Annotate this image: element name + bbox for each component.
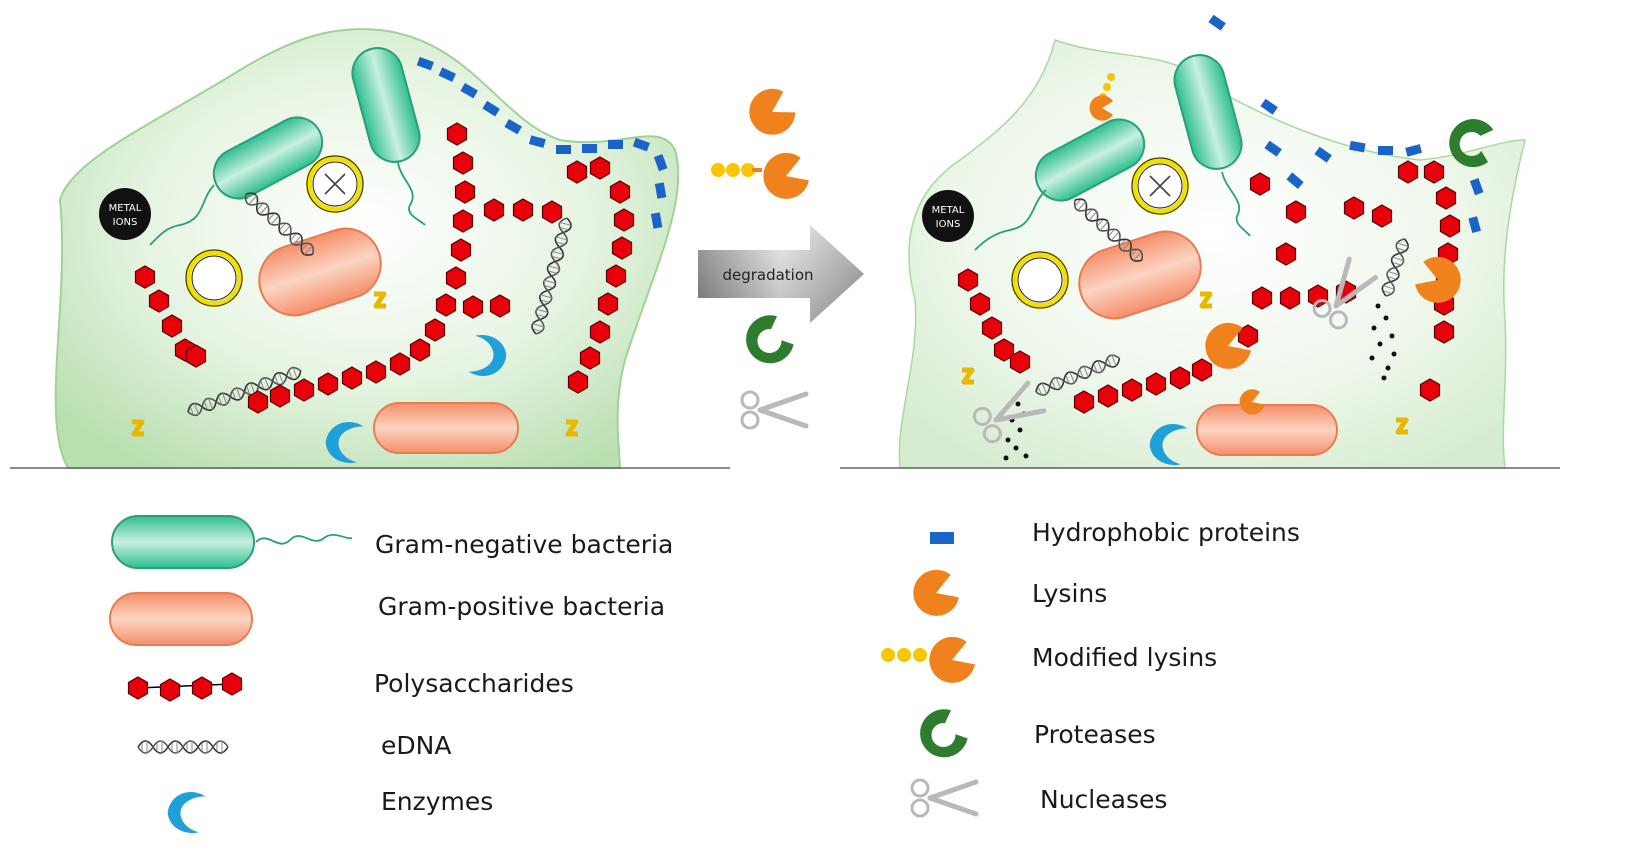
legend-label-enzymes: Enzymes xyxy=(381,787,494,816)
modified-lysin-icon xyxy=(881,631,979,690)
gram-negative-bacterium-icon xyxy=(111,515,353,569)
gram-positive-bacterium-icon xyxy=(109,592,253,646)
protease-icon xyxy=(913,703,972,765)
enzyme-crescent-icon xyxy=(162,785,212,837)
degradation-agents xyxy=(711,82,813,428)
polysaccharide-chain-icon xyxy=(127,672,243,702)
metal-ions: METAL IONS xyxy=(99,188,151,240)
lysin-icon xyxy=(906,564,963,623)
metal-ions-label-1: METAL xyxy=(932,205,965,216)
legend-label-edna: eDNA xyxy=(381,731,452,760)
legend-label-modified-lysins: Modified lysins xyxy=(1032,643,1218,672)
legend-label-lysins: Lysins xyxy=(1032,579,1108,608)
plasmid-ring xyxy=(1012,252,1068,308)
legend-label-proteases: Proteases xyxy=(1034,720,1156,749)
legend-label-nucleases: Nucleases xyxy=(1040,785,1168,814)
legend-label-polysaccharides: Polysaccharides xyxy=(374,669,574,698)
legend-label-hydrophobic-proteins: Hydrophobic proteins xyxy=(1032,518,1300,547)
hydrophobic-protein-icon xyxy=(930,532,954,544)
before-biofilm-panel: METAL IONS xyxy=(10,28,730,469)
legend-right-icons xyxy=(881,532,979,816)
lysin-icon xyxy=(740,82,801,144)
degradation-arrow: degradation xyxy=(698,225,864,323)
metal-ions-label-2: IONS xyxy=(936,219,961,230)
after-biofilm-panel: METAL IONS xyxy=(840,14,1560,469)
nuclease-scissors-icon xyxy=(742,392,806,428)
modified-lysin-attached xyxy=(1089,73,1115,121)
degradation-label: degradation xyxy=(722,266,813,284)
metal-ions: METAL IONS xyxy=(922,190,974,242)
hydrophobic-proteins-cluster xyxy=(416,56,668,229)
legend-label-gram-positive: Gram-positive bacteria xyxy=(378,592,666,621)
plasmid-ring-with-dna xyxy=(1132,158,1188,214)
legend-label-gram-negative: Gram-negative bacteria xyxy=(375,530,674,559)
gram-positive-bacterium-damaged xyxy=(1196,404,1338,456)
modified-lysin-icon xyxy=(711,147,813,206)
protease-icon xyxy=(739,309,798,371)
plasmid-ring xyxy=(186,250,242,306)
metal-ions-label-2: IONS xyxy=(113,217,138,228)
plasmid-ring-with-dna xyxy=(307,156,363,212)
metal-ions-label-1: METAL xyxy=(109,203,142,214)
legend-left-icons xyxy=(109,515,353,837)
edna-helix-icon xyxy=(137,740,229,754)
nuclease-scissors-icon xyxy=(912,780,976,816)
gram-positive-bacterium xyxy=(373,402,519,454)
hydrophobic-proteins-scattered xyxy=(1208,14,1484,234)
